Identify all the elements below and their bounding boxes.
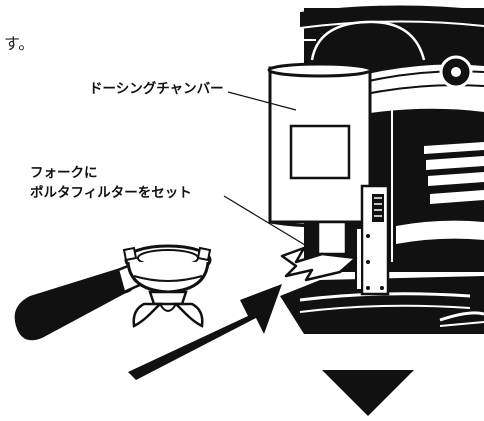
fork-label-line2: ポルタフィルターをセット <box>30 185 192 201</box>
dosing-chamber-label: ドーシングチャンバー <box>89 81 224 97</box>
arrow-up-right-icon <box>128 284 282 380</box>
portafilter-fork <box>355 184 390 296</box>
fork-leader-line <box>223 195 311 249</box>
chamber-leader-line <box>227 91 297 111</box>
fork-instruction-label: フォークに ポルタフィルターをセット <box>30 163 192 203</box>
coffee-discharge <box>280 246 358 282</box>
dosing-chamber <box>267 62 373 256</box>
fork-label-line1: フォークに <box>30 165 98 181</box>
triangle-down-icon <box>322 370 414 416</box>
portafilter <box>14 244 212 341</box>
body-text-fragment: す。 <box>4 34 35 53</box>
